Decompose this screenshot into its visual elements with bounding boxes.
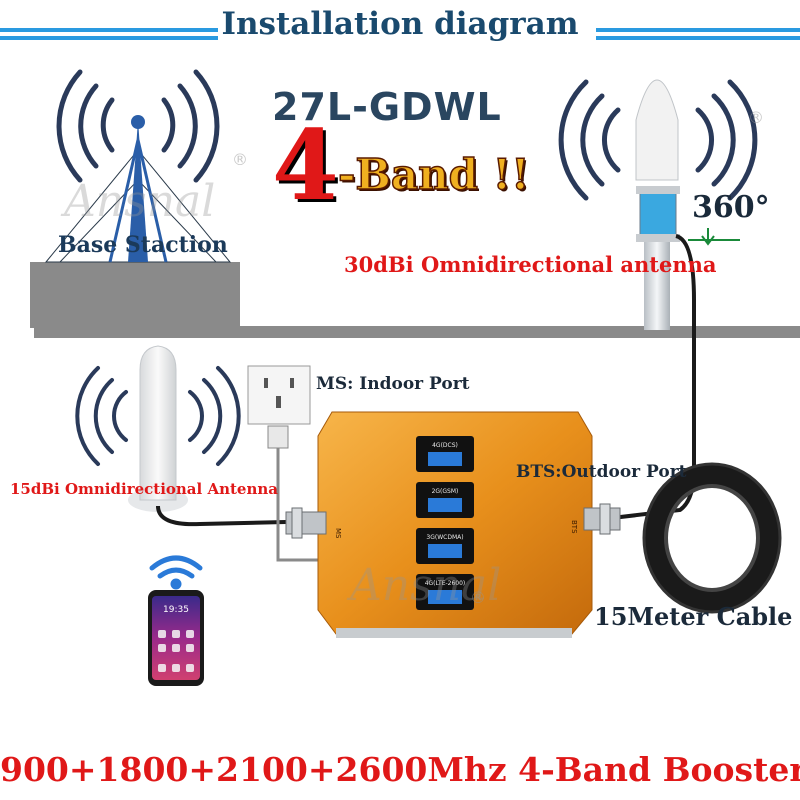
booster-ms-label: MS: [334, 528, 342, 539]
title-bar: [0, 28, 800, 40]
wall-socket-icon: [247, 365, 330, 562]
model-number: 27L-GDWL: [272, 85, 502, 129]
band-count: 4: [272, 109, 339, 222]
band-word: -Band !!: [337, 149, 530, 200]
connector-bts: [583, 503, 621, 535]
registered-icon: ®: [470, 588, 486, 607]
outdoor-antenna: [635, 79, 680, 330]
indoor-cable: [156, 505, 287, 527]
base-station-label: Base Staction: [58, 232, 228, 258]
signal-waves-icon: [75, 366, 241, 466]
smartphone-icon: [148, 590, 204, 686]
band-plate-label: 3G(WCDMA): [426, 534, 463, 541]
band-plate-label: 4G(LTE-2600): [425, 580, 466, 587]
booster-bts-label: BTS: [570, 520, 578, 534]
band-plate-label: 2G(GSM): [432, 488, 459, 495]
cable-coil-icon: [642, 462, 782, 614]
roof-line: [34, 326, 800, 338]
indoor-antenna: [128, 345, 188, 512]
rotation-arrow: [688, 228, 740, 246]
cell-tower-icon: [108, 115, 168, 263]
outdoor-cable: [611, 234, 696, 520]
watermark: Ansnal: [350, 560, 502, 611]
rotation-label: 360°: [692, 190, 770, 225]
frequency-footer: 900+1800+2100+2600Mhz 4-Band Booster: [0, 750, 800, 789]
watermark: Ansnal: [64, 176, 216, 227]
cable-label: 15Meter Cable: [594, 602, 793, 631]
registered-icon: ®: [748, 108, 764, 127]
signal-booster: [285, 411, 621, 638]
page-title: Installation diagram: [221, 6, 579, 42]
outdoor-antenna-label: 30dBi Omnidirectional antenna: [344, 252, 717, 277]
signal-waves-icon: [56, 69, 220, 183]
band-screens: [416, 436, 474, 610]
band-plate-label: 4G(DCS): [432, 442, 458, 449]
signal-waves-icon: [558, 79, 758, 201]
ms-port-label: MS: Indoor Port: [316, 374, 470, 394]
indoor-antenna-label: 15dBi Omnidirectional Antenna: [10, 480, 278, 498]
phone-clock: 19:35: [163, 605, 189, 615]
wifi-icon: [149, 555, 203, 590]
connector-ms: [285, 507, 327, 539]
bts-port-label: BTS:Outdoor Port: [516, 462, 687, 482]
registered-icon: ®: [232, 150, 248, 169]
